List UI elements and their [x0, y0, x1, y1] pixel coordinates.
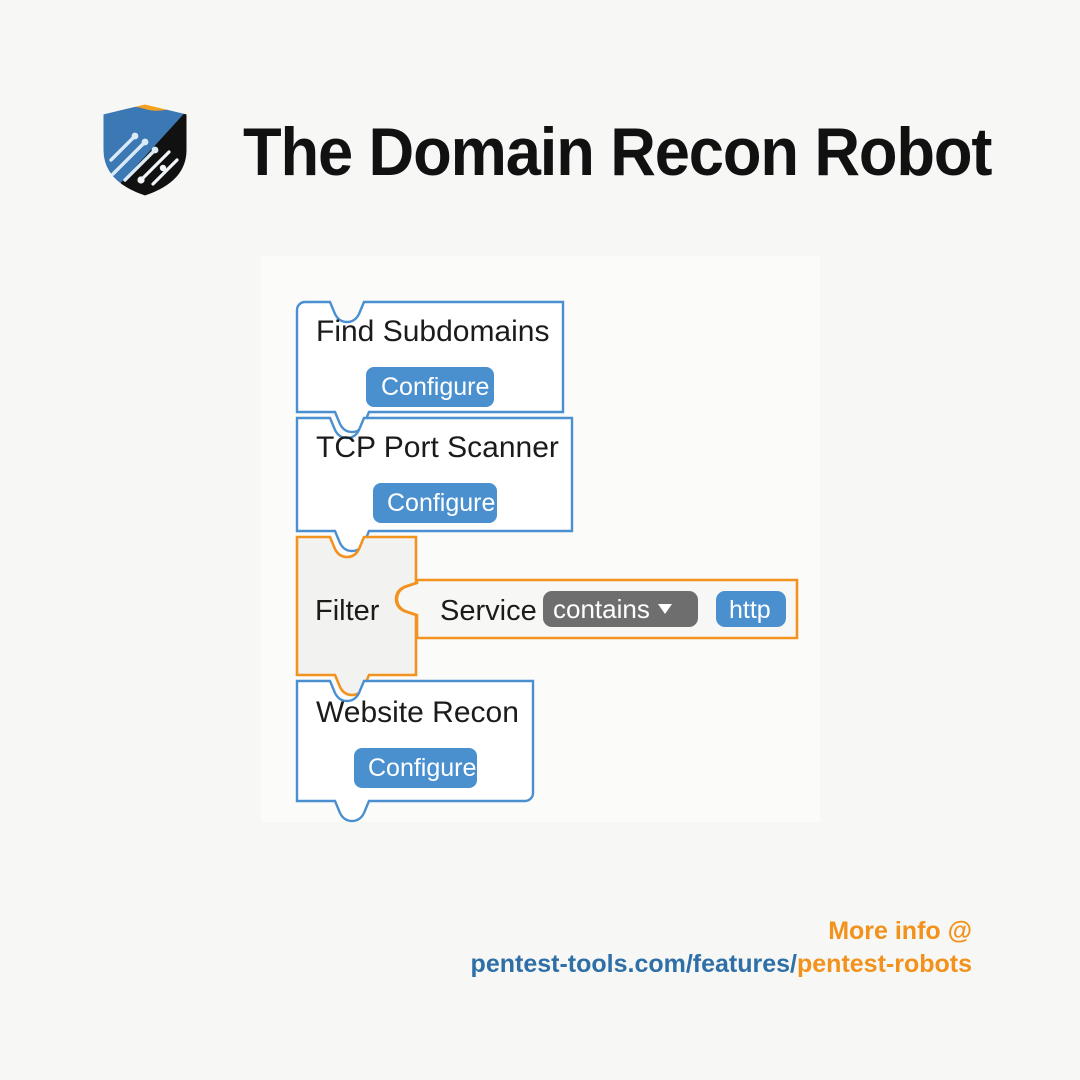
workflow-block-website-recon[interactable]: Website Recon Configure	[295, 679, 535, 823]
condition-operator-label: contains	[553, 594, 650, 624]
condition-value-field[interactable]	[716, 591, 786, 627]
configure-button-find-subdomains[interactable]	[366, 367, 494, 407]
chevron-down-icon[interactable]	[658, 604, 672, 614]
footer-url-suffix: pentest-robots	[797, 950, 972, 978]
block-label-find-subdomains: Find Subdomains	[316, 315, 549, 348]
page-title: The Domain Recon Robot	[243, 114, 993, 190]
condition-field-label: Service	[440, 595, 537, 627]
page-header: The Domain Recon Robot	[0, 0, 1080, 240]
block-label-filter: Filter	[315, 595, 380, 627]
configure-button-website-recon[interactable]	[354, 748, 477, 788]
condition-value-label: http	[729, 596, 771, 624]
pentest-tools-shield-logo	[99, 100, 191, 198]
block-label-tcp-port-scanner: TCP Port Scanner	[316, 431, 559, 464]
configure-button-label-tcp-port-scanner: Configure	[387, 489, 495, 517]
footer-url[interactable]: pentest-tools.com/features/pentest-robot…	[471, 947, 972, 981]
footer: More info @ pentest-tools.com/features/p…	[471, 915, 972, 981]
configure-button-tcp-port-scanner[interactable]	[373, 483, 497, 523]
condition-operator-dropdown[interactable]	[543, 591, 698, 627]
block-label-website-recon: Website Recon	[316, 696, 519, 729]
workflow-block-filter[interactable]: Filter	[295, 535, 418, 697]
configure-button-label-find-subdomains: Configure	[381, 373, 489, 401]
workflow-block-tcp-port-scanner[interactable]: TCP Port Scanner Configure	[295, 416, 574, 553]
footer-more-info: More info @	[828, 917, 972, 945]
footer-url-prefix: pentest-tools.com/features/	[470, 950, 797, 978]
configure-button-label-website-recon: Configure	[368, 754, 476, 782]
workflow-block-filter-condition[interactable]: Service contains http	[395, 578, 799, 640]
workflow-block-find-subdomains[interactable]: Find Subdomains Configure	[295, 300, 565, 434]
